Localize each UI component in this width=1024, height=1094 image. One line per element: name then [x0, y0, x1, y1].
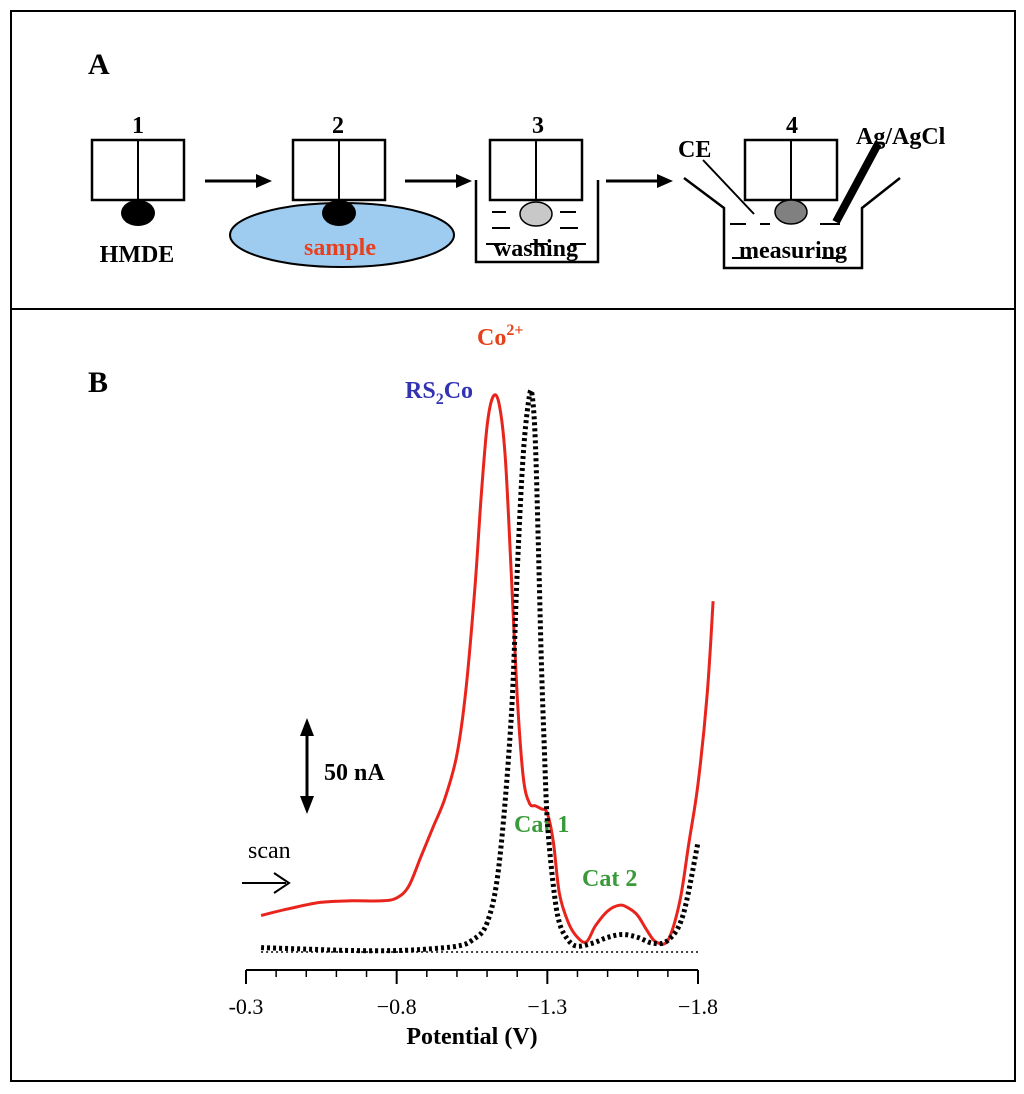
- x-tick-label: −0.8: [377, 994, 417, 1019]
- mercury-drop: [121, 200, 155, 226]
- measuring-cell: [683, 177, 901, 270]
- step-2-electrode: [291, 138, 387, 226]
- step-2-label: sample: [304, 235, 376, 261]
- arrow-2-3: [405, 174, 472, 188]
- mercury-drop: [322, 200, 356, 226]
- cat2-label: Cat 2: [582, 866, 637, 892]
- scan-label: scan: [248, 838, 291, 864]
- mercury-drop: [519, 201, 553, 227]
- x-tick-label: −1.8: [678, 994, 718, 1019]
- panel-b-frame: [10, 308, 1016, 1082]
- mercury-drop: [774, 199, 808, 225]
- scan-arrow: [242, 872, 291, 894]
- step-1-number: 1: [132, 113, 144, 139]
- cat1-label: Cat 1: [514, 812, 569, 838]
- red-curve: [260, 393, 715, 946]
- panel-a-label: A: [88, 48, 110, 81]
- arrow-1-2: [205, 174, 272, 188]
- x-axis-label: Potential (V): [406, 1024, 537, 1050]
- step-4-number: 4: [786, 113, 798, 139]
- ref-electrode-label: Ag/AgCl: [856, 124, 946, 150]
- reference-electrode: [832, 142, 882, 224]
- step-1-label: HMDE: [100, 242, 175, 268]
- x-tick-label: −1.3: [527, 994, 567, 1019]
- step-4-electrode: [743, 138, 839, 225]
- step-3-electrode: [488, 138, 584, 227]
- step-1-electrode: [90, 138, 186, 226]
- counter-electrode: [702, 159, 755, 215]
- panel-b-label: B: [88, 366, 108, 399]
- x-tick-label: -0.3: [229, 994, 264, 1019]
- scale-bar: [300, 718, 314, 814]
- washing-beaker: [474, 180, 600, 264]
- ce-label: CE: [678, 137, 711, 163]
- rs2co-label: RS2Co: [405, 378, 473, 408]
- scale-bar-label: 50 nA: [324, 760, 385, 786]
- arrow-3-4: [606, 174, 673, 188]
- step-4-label: measuring: [739, 238, 847, 264]
- step-3-number: 3: [532, 113, 544, 139]
- step-2-number: 2: [332, 113, 344, 139]
- co2-label: Co2+: [477, 322, 523, 351]
- step-3-label: washing: [494, 236, 578, 262]
